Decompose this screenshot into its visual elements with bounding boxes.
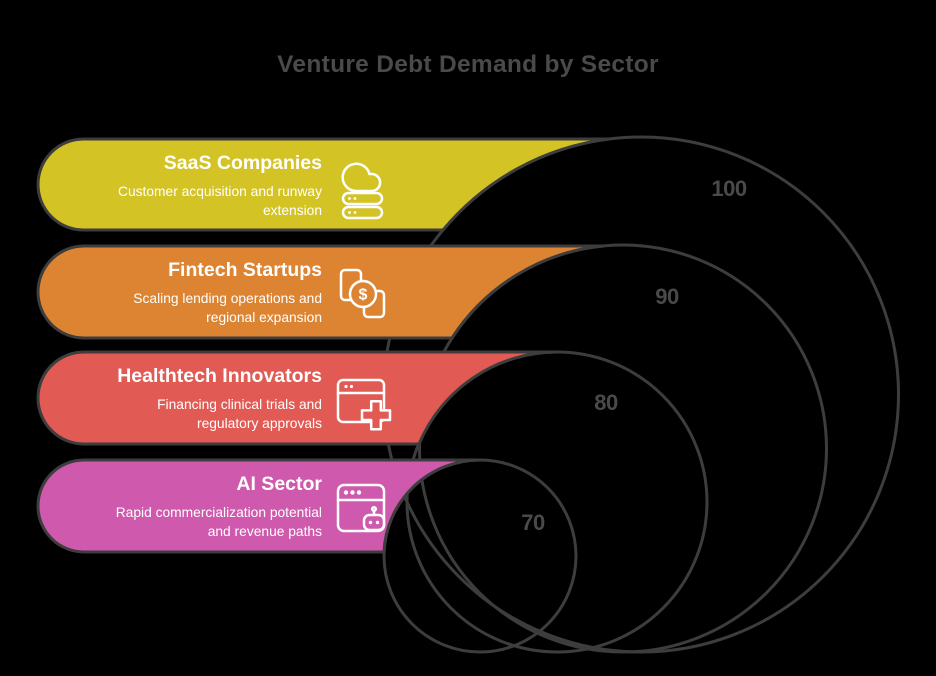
- sector-title: Healthtech Innovators: [117, 365, 322, 387]
- sector-description: Rapid commercialization potential and re…: [115, 505, 322, 539]
- chart-title: Venture Debt Demand by Sector: [277, 51, 659, 78]
- sector-text-ai: AI Sector Rapid commercialization potent…: [38, 472, 322, 541]
- sector-title: Fintech Startups: [168, 259, 322, 281]
- value-label-80: 80: [594, 390, 618, 415]
- value-label-100: 100: [711, 176, 747, 201]
- value-circle-90: [418, 243, 828, 654]
- cloud-server-icon: [341, 162, 384, 220]
- sector-description: Scaling lending operations and regional …: [133, 291, 322, 325]
- sector-bar-saas: [36, 137, 610, 232]
- medical-cross-browser-icon: [336, 378, 392, 431]
- sector-description: Customer acquisition and runway extensio…: [118, 184, 322, 218]
- sector-text-healthtech: Healthtech Innovators Financing clinical…: [38, 364, 322, 433]
- value-label-90: 90: [655, 284, 679, 309]
- sector-text-fintech: Fintech Startups Scaling lending operati…: [38, 258, 322, 327]
- sector-bar-healthtech: [36, 350, 558, 446]
- ai-robot-browser-icon: [336, 483, 386, 533]
- sector-title: AI Sector: [236, 473, 322, 495]
- dollar-glyph: $: [359, 287, 368, 304]
- sector-text-saas: SaaS Companies Customer acquisition and …: [38, 151, 322, 220]
- sector-bar-fintech: [36, 244, 604, 340]
- sector-title: SaaS Companies: [163, 152, 322, 174]
- sector-description: Financing clinical trials and regulatory…: [157, 397, 322, 431]
- value-circle-100: [382, 135, 900, 654]
- value-label-70: 70: [521, 510, 545, 535]
- money-transfer-icon: $: [339, 268, 386, 319]
